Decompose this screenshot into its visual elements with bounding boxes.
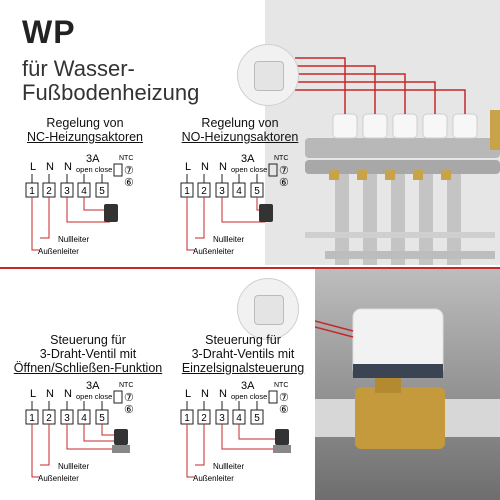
svg-text:N: N [201,161,209,173]
svg-text:3A: 3A [86,380,100,392]
diagram-4-title: Steuerung für 3-Draht-Ventils mit Einzel… [181,333,305,375]
current-label: 3A [86,153,100,165]
svg-text:5: 5 [99,413,105,424]
svg-text:Nullleiter: Nullleiter [58,462,89,471]
svg-text:3: 3 [219,186,225,197]
live-label: Außenleiter [38,247,79,255]
svg-text:⑥: ⑥ [279,177,289,189]
subtitle-line-2: Fußbodenheizung [22,80,200,105]
svg-text:L: L [185,388,191,400]
svg-text:⑦: ⑦ [279,165,289,177]
section-divider [0,267,500,269]
svg-text:open close: open close [231,165,267,174]
svg-text:3: 3 [219,413,225,424]
svg-text:⑥: ⑥ [279,404,289,416]
page-title: WP [22,14,76,50]
svg-text:2: 2 [201,186,207,197]
thermostat-device-bottom [237,278,299,340]
ntc-label: NTC [119,155,133,162]
neutral-label: Nullleiter [58,235,89,244]
svg-text:Außenleiter: Außenleiter [38,474,79,483]
svg-text:1: 1 [184,413,190,424]
svg-text:3: 3 [64,186,70,197]
svg-text:N: N [46,388,54,400]
svg-text:2: 2 [46,413,52,424]
svg-text:Nullleiter: Nullleiter [213,235,244,244]
svg-text:4: 4 [236,413,242,424]
svg-text:NTC: NTC [274,155,288,162]
svg-text:5: 5 [254,186,260,197]
subtitle-line-1: für Wasser- [22,56,135,81]
svg-text:open close: open close [231,392,267,401]
diagram-3-title: Steuerung für 3-Draht-Ventil mit Öffnen/… [13,333,163,375]
svg-text:⑥: ⑥ [124,404,134,416]
svg-text:⑦: ⑦ [124,392,134,404]
wiring-diagram-1: L N N 3A open close NTC 1 2 3 4 5 ⑦ ⑥ Nu… [20,150,160,256]
letter-N1: N [46,161,54,173]
svg-text:N: N [201,388,209,400]
svg-text:L: L [185,161,191,173]
svg-text:N: N [219,161,227,173]
svg-text:Nullleiter: Nullleiter [213,462,244,471]
svg-text:N: N [64,388,72,400]
svg-text:⑦: ⑦ [124,165,134,177]
svg-text:4: 4 [236,186,242,197]
svg-text:open close: open close [76,392,112,401]
wiring-diagram-2: L N N 3A open close NTC 1 2 3 4 5 ⑦ ⑥ Nu… [175,150,315,256]
svg-text:5: 5 [99,186,105,197]
open-close-label: open close [76,165,112,174]
svg-text:⑥: ⑥ [124,177,134,189]
svg-text:4: 4 [81,186,87,197]
svg-text:L: L [30,388,36,400]
svg-text:NTC: NTC [274,382,288,389]
svg-text:1: 1 [184,186,190,197]
svg-text:1: 1 [29,186,35,197]
valve-photo [315,269,500,500]
svg-text:Außenleiter: Außenleiter [193,474,234,483]
letter-N2: N [64,161,72,173]
svg-text:2: 2 [46,186,52,197]
manifold-photo [265,0,500,265]
svg-text:NTC: NTC [119,382,133,389]
svg-text:Außenleiter: Außenleiter [193,247,234,255]
svg-text:⑦: ⑦ [279,392,289,404]
svg-text:3A: 3A [241,380,255,392]
svg-text:2: 2 [201,413,207,424]
diagram-2-title: Regelung von NO-Heizungsaktoren [181,116,299,144]
svg-text:4: 4 [81,413,87,424]
svg-text:N: N [219,388,227,400]
svg-text:1: 1 [29,413,35,424]
wiring-diagram-4: L N N 3A open close NTC 1 2 3 4 5 ⑦ ⑥ Nu… [175,377,315,487]
svg-text:3A: 3A [241,153,255,165]
svg-text:5: 5 [254,413,260,424]
wiring-diagram-3: L N N 3A open close NTC 1 2 3 4 5 ⑦ ⑥ Nu… [20,377,160,487]
svg-text:3: 3 [64,413,70,424]
letter-L: L [30,161,36,173]
diagram-1-title: Regelung von NC-Heizungsaktoren [26,116,144,144]
thermostat-device-top [237,44,299,106]
